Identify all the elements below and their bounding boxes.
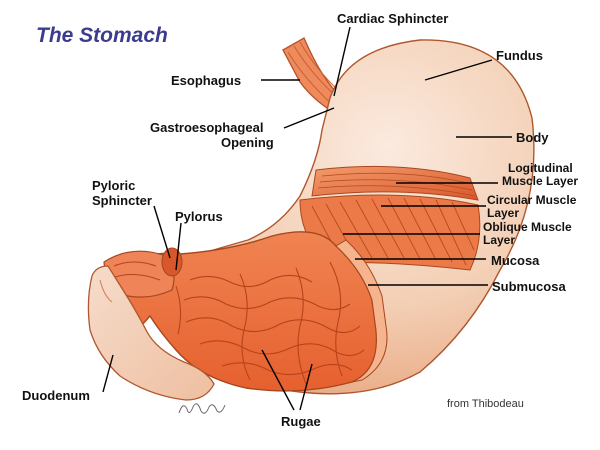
label-rugae: Rugae bbox=[281, 414, 321, 429]
label-cardiac-sphincter: Cardiac Sphincter bbox=[337, 11, 449, 26]
label-circular-line2: Layer bbox=[487, 206, 520, 220]
leader-rugae-a bbox=[261, 349, 295, 411]
label-oblique-line1: Oblique Muscle bbox=[483, 220, 572, 234]
label-fundus: Fundus bbox=[496, 48, 543, 63]
label-body: Body bbox=[516, 130, 549, 145]
label-mucosa: Mucosa bbox=[491, 253, 540, 268]
leader-cardiac bbox=[333, 26, 351, 97]
leader-pylorus bbox=[175, 222, 182, 271]
submucosa-rim bbox=[335, 239, 388, 383]
label-circular: Circular Muscle Layer bbox=[487, 194, 576, 220]
label-submucosa: Submucosa bbox=[492, 279, 566, 294]
leader-duodenum bbox=[102, 354, 114, 393]
rugae-folds bbox=[175, 261, 365, 385]
artist-signature bbox=[178, 403, 226, 414]
leader-fundus bbox=[424, 59, 493, 81]
label-gastroesophageal-line2: Opening bbox=[221, 135, 274, 150]
esophagus-tube bbox=[282, 37, 345, 120]
source-credit: from Thibodeau bbox=[447, 398, 524, 410]
label-longitudinal-line2: Muscle Layer bbox=[502, 174, 579, 188]
label-oblique: Oblique Muscle Layer bbox=[483, 221, 572, 247]
label-longitudinal: Logitudinal Muscle Layer bbox=[502, 162, 578, 188]
label-oblique-line2: Layer bbox=[483, 233, 516, 247]
longitudinal-muscle-band bbox=[311, 165, 479, 201]
leader-lines bbox=[102, 26, 512, 411]
label-pyloric-sphincter: Pyloric Sphincter bbox=[92, 178, 152, 208]
label-gastroesophageal: Gastroesophageal Opening bbox=[150, 120, 274, 150]
label-circular-line1: Circular Muscle bbox=[487, 193, 577, 207]
leader-gastro bbox=[283, 107, 335, 129]
diagram-title: The Stomach bbox=[36, 24, 168, 47]
label-gastroesophageal-line1: Gastroesophageal bbox=[150, 120, 264, 135]
label-duodenum: Duodenum bbox=[22, 388, 90, 403]
label-pyloric-line1: Pyloric bbox=[92, 178, 136, 193]
label-pylorus: Pylorus bbox=[175, 209, 223, 224]
longitudinal-fibers bbox=[317, 172, 476, 197]
duodenum-tube bbox=[87, 265, 215, 401]
label-esophagus: Esophagus bbox=[171, 73, 242, 88]
leader-pyloric bbox=[153, 205, 171, 259]
label-pyloric-line2: Sphincter bbox=[92, 193, 152, 208]
label-longitudinal-line1: Logitudinal bbox=[508, 161, 573, 175]
leader-rugae-b bbox=[299, 363, 313, 411]
